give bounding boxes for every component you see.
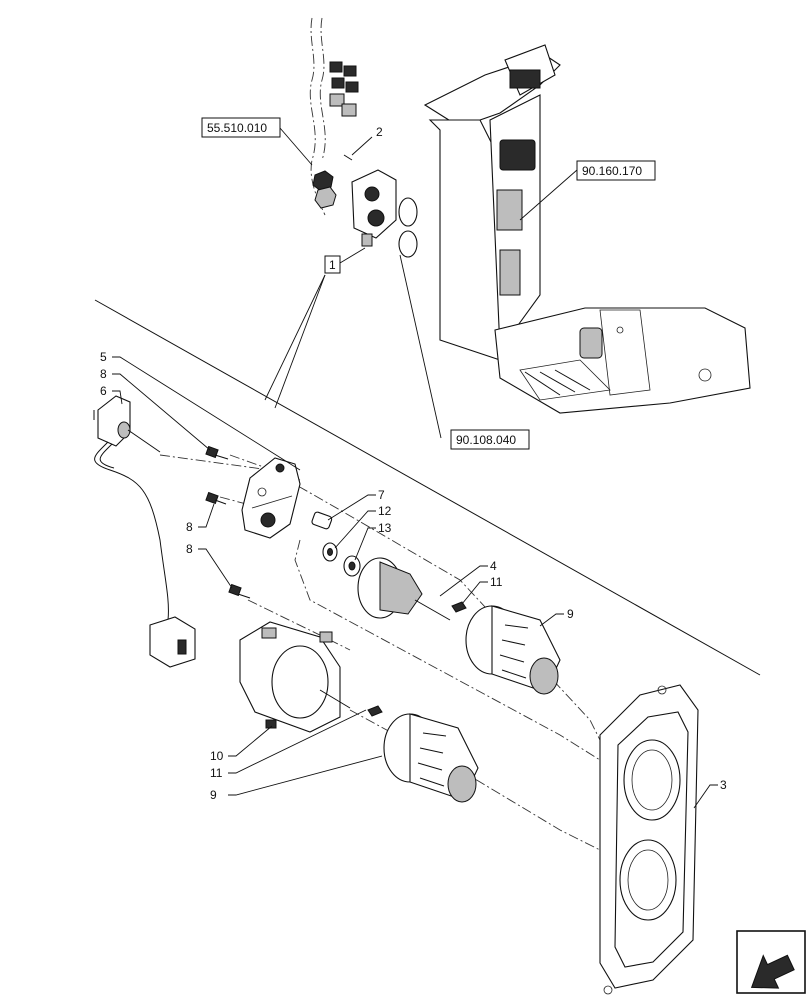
callout-9-upper: 9 <box>567 607 574 621</box>
callout-5: 5 <box>100 350 107 364</box>
cab-floor-plate <box>494 307 751 414</box>
part-10-rotary-switch <box>239 621 351 733</box>
ref-label-cab: 90.108.040 <box>456 433 516 447</box>
callout-11-lower: 11 <box>210 766 223 780</box>
callout-8-middle: 8 <box>186 520 193 534</box>
part-3-bezel <box>599 684 699 995</box>
part-13-nut <box>343 555 361 577</box>
part-9-knob-lower <box>383 713 479 803</box>
callout-7: 7 <box>378 488 385 502</box>
part-9-knob-upper <box>465 605 561 695</box>
callout-3: 3 <box>720 778 727 792</box>
ref-box-console[interactable]: 90.160.170 <box>576 160 656 181</box>
callout-12: 12 <box>378 504 392 518</box>
seal-rings-upper <box>398 197 418 258</box>
callout-4: 4 <box>490 559 497 573</box>
wiring-harness <box>309 17 359 216</box>
callout-box-1: 1 <box>324 255 341 274</box>
callout-13: 13 <box>378 521 392 535</box>
cab-pillar-console <box>423 44 561 361</box>
section-divider <box>94 299 761 676</box>
part-4-boot <box>357 557 451 621</box>
ref-label-console: 90.160.170 <box>582 164 642 178</box>
part-5-bracket <box>241 457 301 539</box>
callout-9-lower: 9 <box>210 788 217 802</box>
exploded-leaders <box>112 356 718 809</box>
upper-leaders <box>264 127 578 439</box>
callout-1: 1 <box>329 258 336 272</box>
callout-6: 6 <box>100 384 107 398</box>
ref-box-cab[interactable]: 90.108.040 <box>450 429 530 450</box>
callout-8-top: 8 <box>100 367 107 381</box>
part-11-key-lower <box>367 705 383 717</box>
callout-11-upper: 11 <box>490 575 503 589</box>
callout-2: 2 <box>376 125 383 139</box>
ref-box-wiring[interactable]: 55.510.010 <box>201 117 281 138</box>
part-12-washer <box>322 542 338 562</box>
part-7-sleeve <box>311 511 333 530</box>
switch-panel-assembly <box>343 154 397 247</box>
ref-label-wiring: 55.510.010 <box>207 121 267 135</box>
next-page-arrow-icon[interactable] <box>736 930 806 998</box>
callout-10: 10 <box>210 749 224 763</box>
part-6-potentiometer <box>93 395 196 668</box>
part-11-key-upper <box>451 601 467 613</box>
callout-8-bottom: 8 <box>186 542 193 556</box>
